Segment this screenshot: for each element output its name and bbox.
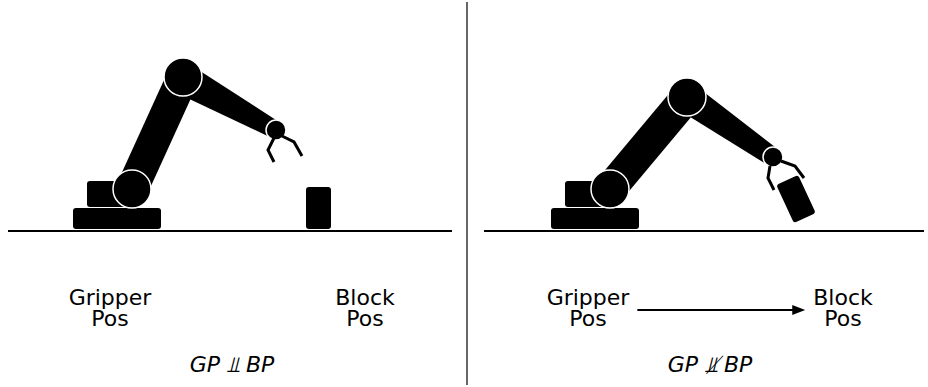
variable-node: Block Pos — [325, 287, 405, 329]
variable-name: Block Pos — [803, 287, 883, 329]
block — [776, 175, 816, 223]
independence-caption: GP ⫫ BP — [190, 352, 275, 377]
ground-line — [8, 230, 452, 232]
variable-name: Gripper Pos — [538, 287, 638, 329]
block — [306, 187, 331, 229]
variable-name: Block Pos — [325, 287, 405, 329]
variable-name: Gripper Pos — [60, 287, 160, 329]
ground-line — [484, 230, 924, 232]
panel-divider — [466, 2, 467, 385]
robot-arm — [73, 58, 302, 229]
robot-arm — [551, 78, 804, 229]
variable-node: Gripper Pos — [538, 287, 638, 329]
dependence-arrow — [637, 305, 805, 315]
independence-caption: GP ⫫̸ BP — [668, 352, 753, 377]
variable-node: Gripper Pos — [60, 287, 160, 329]
variable-node: Block Pos — [803, 287, 883, 329]
